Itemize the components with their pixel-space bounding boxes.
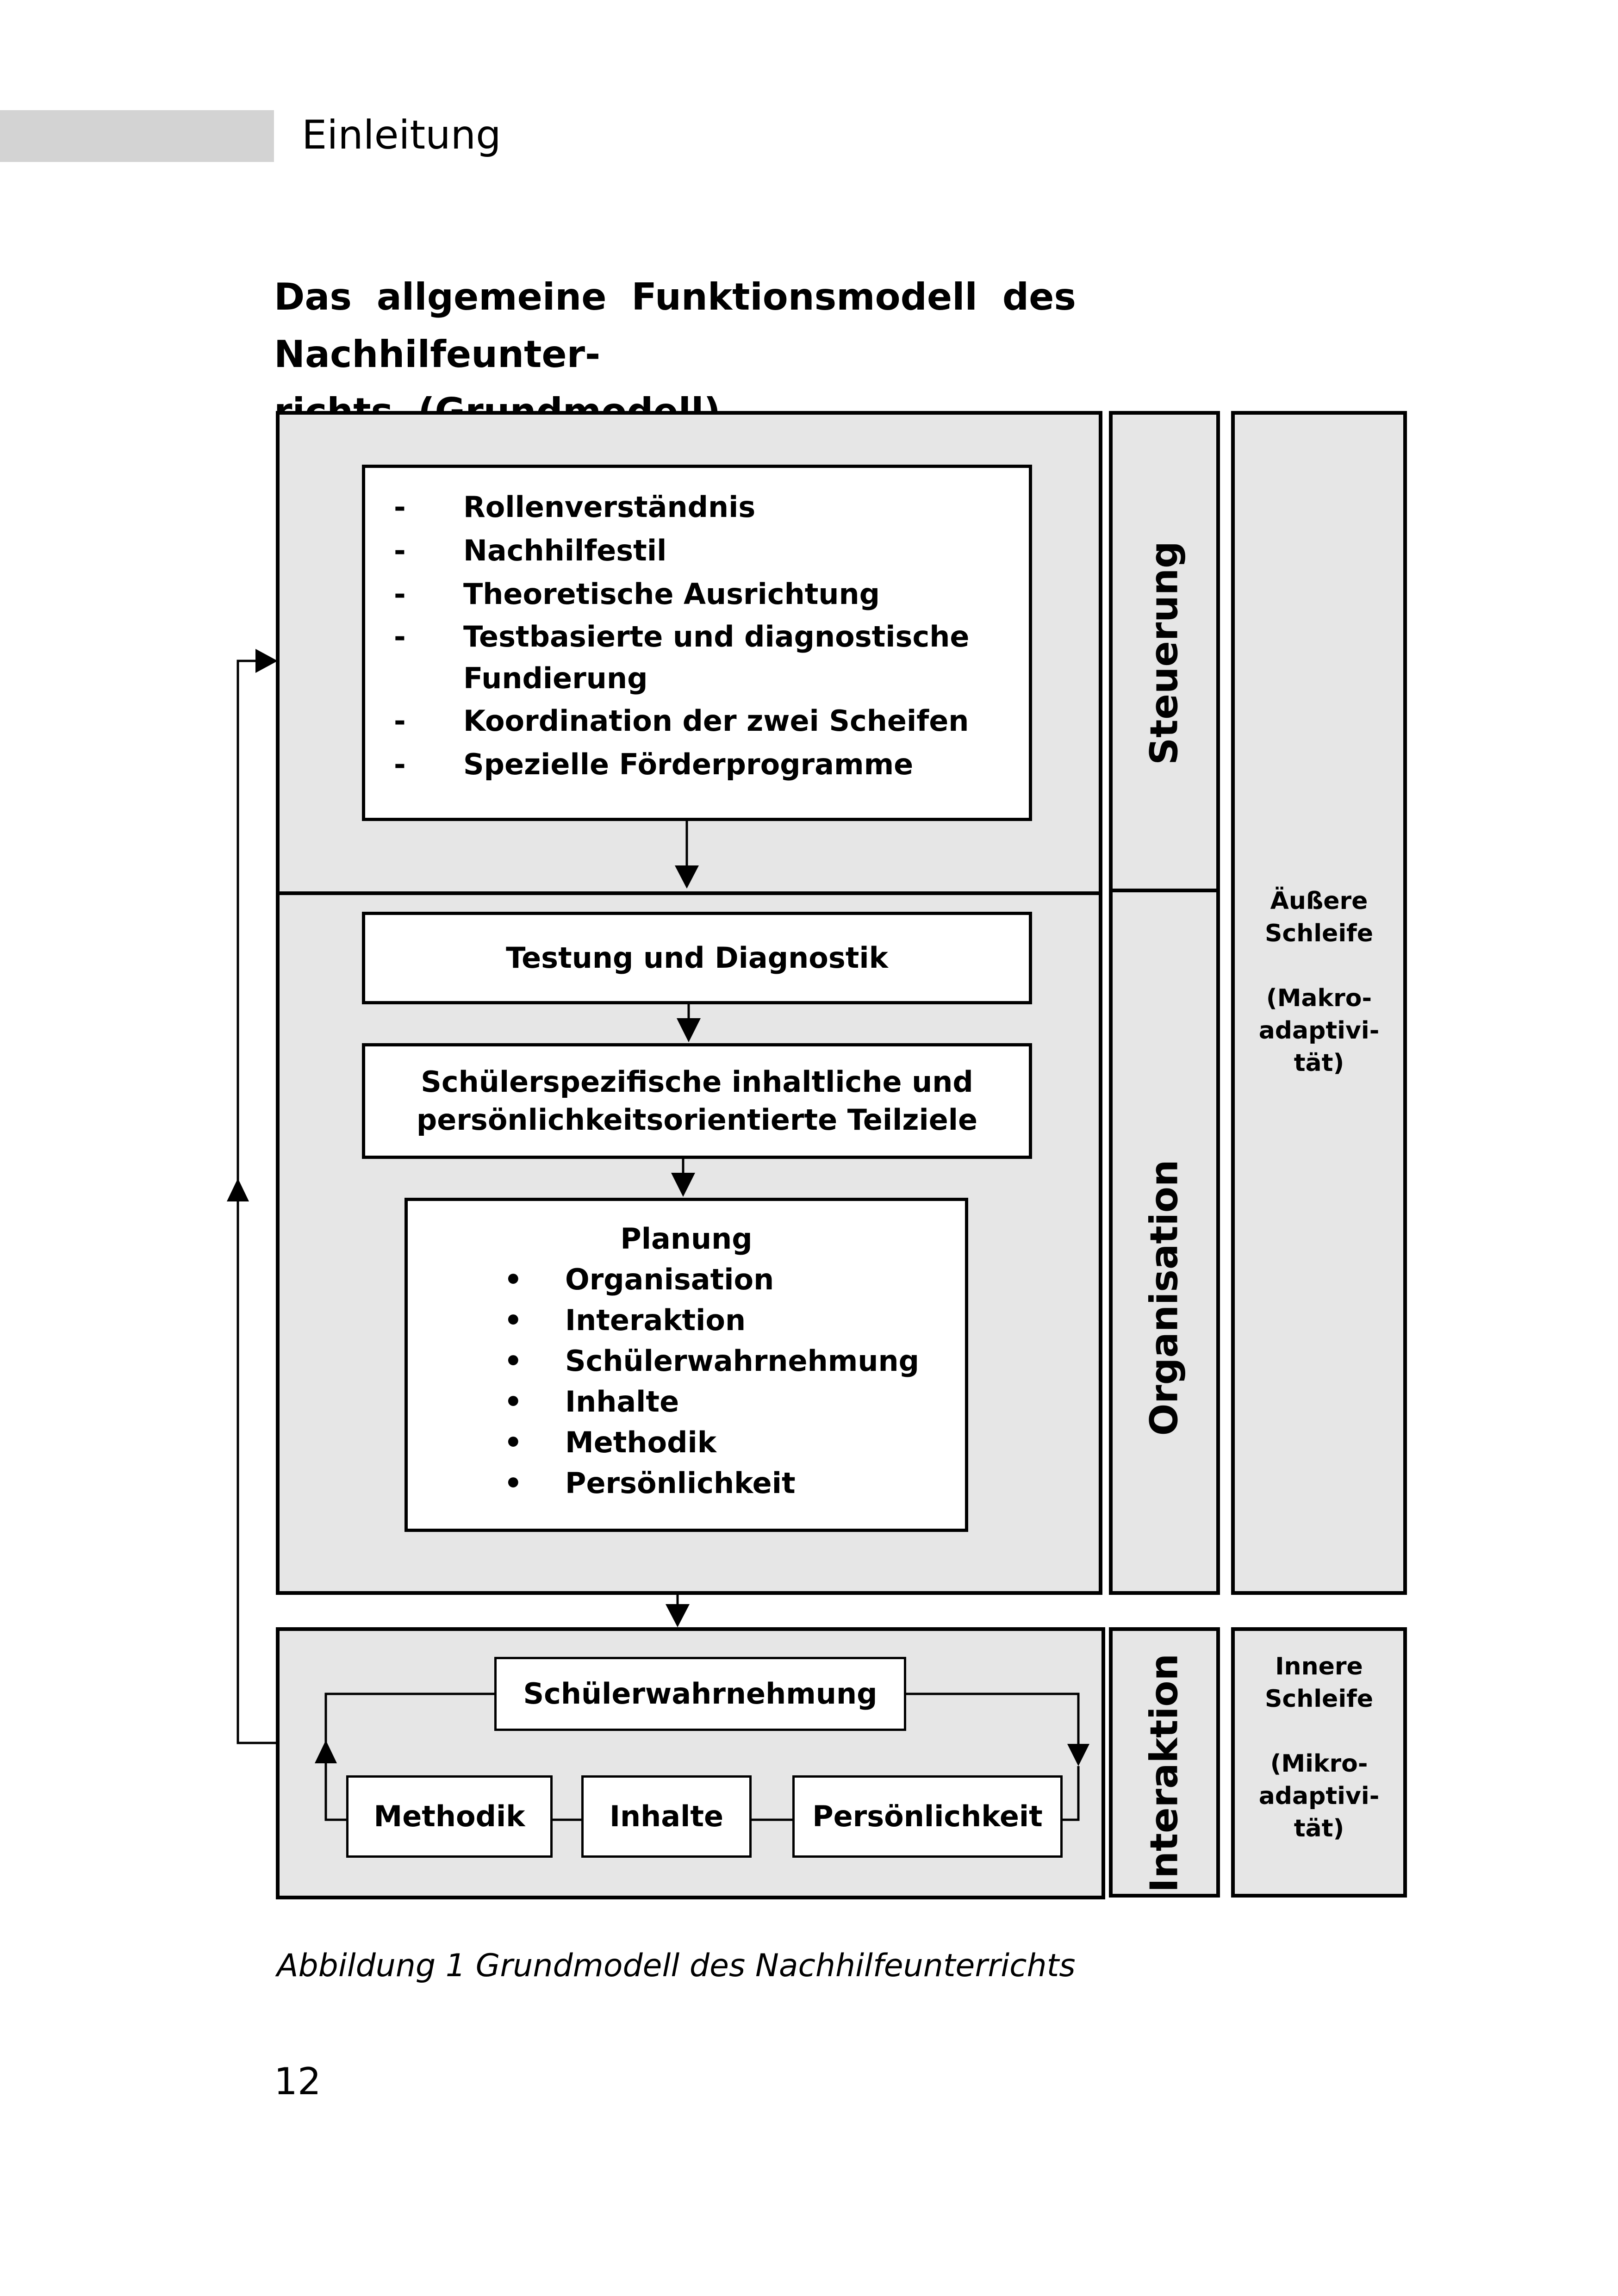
content-label: Inhalte [609, 1799, 724, 1833]
outer-loop-column: Äußere Schleife (Makro- adaptivi- tät) [1231, 411, 1407, 1595]
list-item-continuation: Fundierung [463, 661, 648, 695]
list-item: -Testbasierte und diagnostische [394, 620, 970, 653]
outer-feedback-loop [236, 660, 276, 1744]
list-item: -Spezielle Förderprogramme [394, 747, 914, 781]
method-box: Methodik [346, 1775, 553, 1858]
arrowhead [666, 1604, 690, 1627]
list-item: •Schülerwahrnehmung [504, 1344, 919, 1378]
arrowhead [1067, 1744, 1089, 1766]
planning-box: Planung •Organisation •Interaktion •Schü… [404, 1198, 968, 1532]
list-item: •Interaktion [504, 1303, 746, 1337]
list-item: •Inhalte [504, 1385, 679, 1419]
arrowhead [255, 649, 278, 673]
running-head-bar [0, 110, 274, 162]
goals-box: Schülerspezifische inhaltliche und persö… [362, 1043, 1032, 1159]
planning-title: Planung [620, 1222, 753, 1256]
list-item: -Theoretische Ausrichtung [394, 577, 880, 611]
inner-loop-bottom-left [324, 1759, 346, 1821]
page-number: 12 [274, 2060, 321, 2103]
personality-label: Persönlichkeit [812, 1799, 1043, 1833]
inner-loop-left [324, 1692, 494, 1759]
inner-loop-label: Innere Schleife (Mikro- adaptivi- tät) [1258, 1653, 1380, 1842]
arrowhead [315, 1740, 337, 1763]
running-head: Einleitung [302, 112, 501, 158]
outer-loop-label: Äußere Schleife (Makro- adaptivi- tät) [1258, 887, 1380, 1077]
steuerung-column: Steuerung [1109, 411, 1220, 895]
personality-box: Persönlichkeit [792, 1775, 1063, 1858]
figure-caption: Abbildung 1 Grundmodell des Nachhilfeunt… [277, 1948, 1076, 1984]
content-box: Inhalte [581, 1775, 752, 1858]
figure-title-line-1: Das allgemeine Funktionsmodell des Nachh… [274, 275, 1076, 376]
goals-line-1: Schülerspezifische inhaltliche und [421, 1065, 973, 1099]
arrowhead [227, 1178, 249, 1201]
steuerung-list-box: -Rollenverständnis -Nachhilfestil -Theor… [362, 465, 1032, 821]
list-item: -Koordination der zwei Scheifen [394, 704, 969, 738]
inner-loop-bottom-right [1063, 1766, 1080, 1821]
method-label: Methodik [373, 1799, 525, 1833]
perception-label: Schülerwahrnehmung [523, 1677, 877, 1711]
goals-line-2: persönlichkeitsorientierte Teilziele [416, 1103, 978, 1137]
testing-box: Testung und Diagnostik [362, 912, 1032, 1004]
list-item: -Rollenverständnis [394, 490, 756, 524]
organisation-column: Organisation [1109, 889, 1220, 1595]
interaktion-column: Interaktion [1109, 1627, 1220, 1898]
list-item: •Organisation [504, 1263, 774, 1296]
inner-loop-right [906, 1692, 1080, 1749]
list-item: •Methodik [504, 1425, 716, 1459]
testing-label: Testung und Diagnostik [506, 941, 888, 975]
arrowhead [675, 865, 699, 889]
arrowhead [677, 1018, 701, 1042]
inner-loop-column: Innere Schleife (Mikro- adaptivi- tät) [1231, 1627, 1407, 1898]
list-item: •Persönlichkeit [504, 1466, 796, 1500]
arrowhead [671, 1173, 695, 1197]
list-item: -Nachhilfestil [394, 534, 667, 567]
perception-box: Schülerwahrnehmung [494, 1657, 906, 1731]
